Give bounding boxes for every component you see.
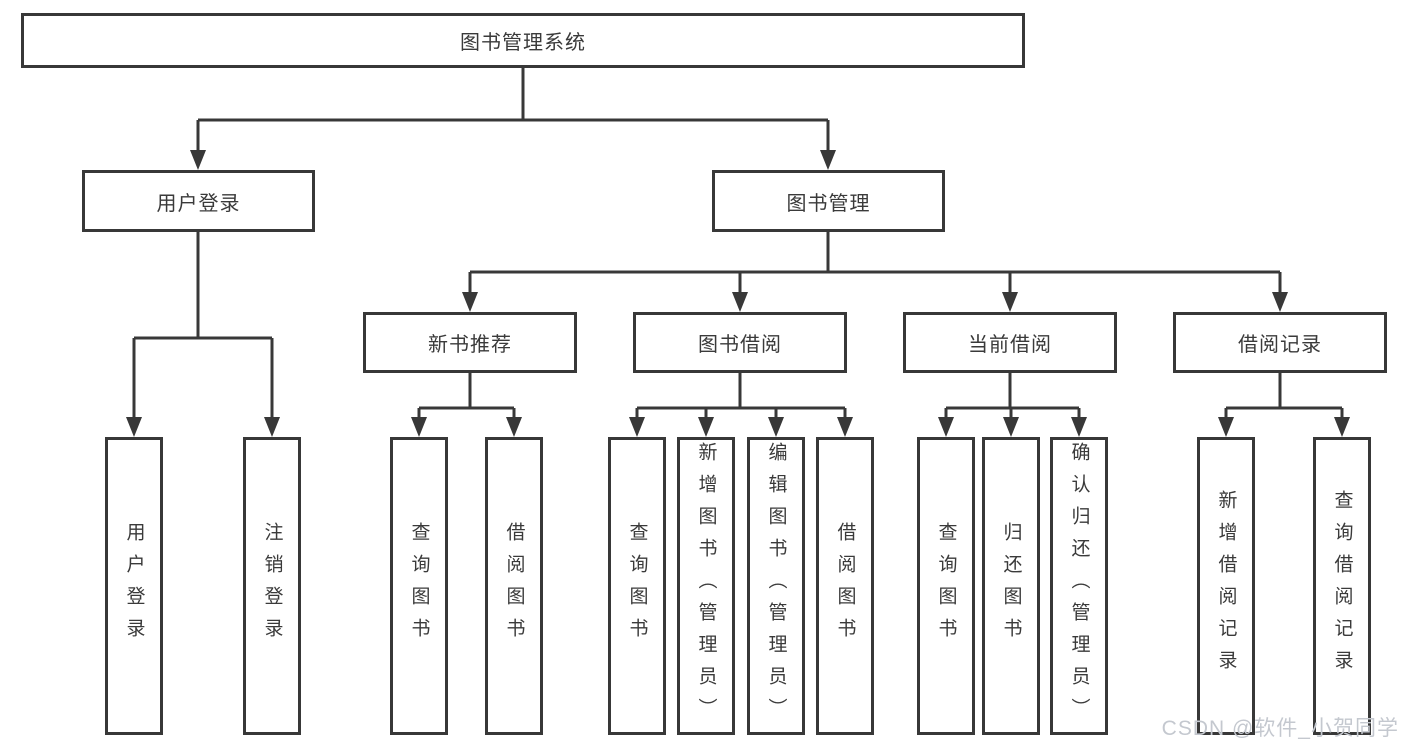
node-label: 借阅图书 xyxy=(503,522,525,650)
node-label: 查询图书 xyxy=(408,522,430,650)
node-borrow-books: 借阅图书 xyxy=(816,437,874,735)
node-label: 新书推荐 xyxy=(428,334,512,356)
node-logout: 注销登录 xyxy=(243,437,301,735)
node-label: 用户登录 xyxy=(156,192,241,215)
node-label: 用户登录 xyxy=(123,522,145,650)
node-book-management: 图书管理 xyxy=(712,170,945,232)
node-user-login: 用户登录 xyxy=(82,170,315,232)
node-borrow-books-recommend: 借阅图书 xyxy=(485,437,543,735)
node-query-books-recommend: 查询图书 xyxy=(390,437,448,735)
node-label: 新增借阅记录 xyxy=(1215,490,1237,682)
node-query-borrow-record: 查询借阅记录 xyxy=(1313,437,1371,735)
node-label: 借阅记录 xyxy=(1238,334,1322,356)
node-label: 当前借阅 xyxy=(968,334,1052,356)
node-add-borrow-record: 新增借阅记录 xyxy=(1197,437,1255,735)
node-label: 图书管理系统 xyxy=(460,32,586,54)
node-label: 注销登录 xyxy=(261,522,283,650)
node-label: 新增图书（管理员） xyxy=(695,442,717,730)
node-return-book: 归还图书 xyxy=(982,437,1040,735)
node-label: 确认归还（管理员） xyxy=(1068,442,1090,730)
node-library-management-system: 图书管理系统 xyxy=(21,13,1025,68)
node-label: 图书管理 xyxy=(786,192,871,215)
node-query-books-current: 查询图书 xyxy=(917,437,975,735)
node-book-borrowing: 图书借阅 xyxy=(633,312,847,373)
node-confirm-return-admin: 确认归还（管理员） xyxy=(1050,437,1108,735)
csdn-watermark: CSDN @软件_小贺同学 xyxy=(1161,717,1399,740)
node-new-book-recommend: 新书推荐 xyxy=(363,312,577,373)
node-current-borrowing: 当前借阅 xyxy=(903,312,1117,373)
node-user-login-action: 用户登录 xyxy=(105,437,163,735)
node-label: 查询图书 xyxy=(626,522,648,650)
node-label: 借阅图书 xyxy=(834,522,856,650)
node-label: 归还图书 xyxy=(1000,522,1022,650)
node-query-books-borrowing: 查询图书 xyxy=(608,437,666,735)
node-borrowing-records: 借阅记录 xyxy=(1173,312,1387,373)
node-label: 查询图书 xyxy=(935,522,957,650)
node-edit-book-admin: 编辑图书（管理员） xyxy=(747,437,805,735)
node-add-book-admin: 新增图书（管理员） xyxy=(677,437,735,735)
node-label: 查询借阅记录 xyxy=(1331,490,1353,682)
node-label: 编辑图书（管理员） xyxy=(765,442,787,730)
node-label: 图书借阅 xyxy=(698,334,782,356)
